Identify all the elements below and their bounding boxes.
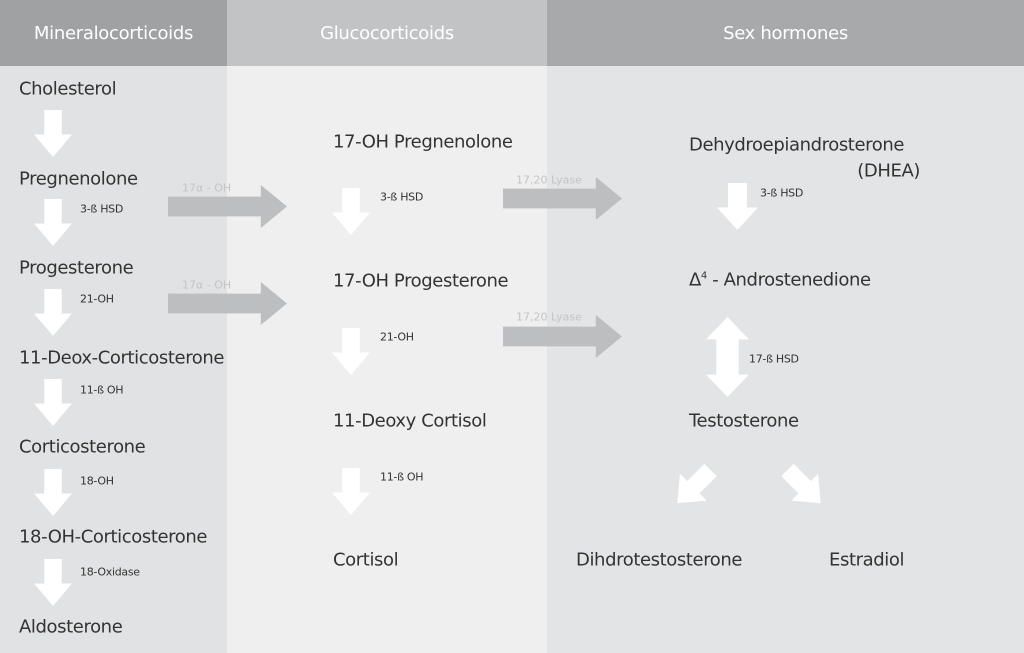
enzyme-label: 17,20 Lyase — [516, 173, 582, 187]
cortisol: Cortisol — [333, 549, 399, 571]
pregnenolone: Pregnenolone — [19, 168, 138, 190]
enzyme-label: 11-ß OH — [80, 383, 124, 397]
enzyme-label: 3-ß HSD — [760, 186, 804, 200]
column-sex-hormones: Sex hormones — [547, 0, 1024, 653]
17-oh-pregnenolone: 17-OH Pregnenolone — [333, 131, 513, 153]
androstenedione: Δ4 - Androstenedione — [689, 270, 871, 291]
enzyme-label: 18-Oxidase — [80, 565, 140, 579]
aldosterone: Aldosterone — [19, 616, 123, 638]
18-oh-corticosterone: 18-OH-Corticosterone — [19, 526, 208, 548]
delta-symbol: Δ — [689, 269, 701, 291]
estradiol: Estradiol — [829, 549, 905, 571]
column-glucocorticoids: Glucocorticoids — [227, 0, 547, 653]
corticosterone: Corticosterone — [19, 436, 146, 458]
header-mineralocorticoids: Mineralocorticoids — [0, 0, 227, 66]
dhea: Dehydroepiandrosterone — [689, 134, 905, 156]
enzyme-label: 17-ß HSD — [749, 352, 799, 366]
enzyme-label: 17α - OH — [182, 181, 232, 195]
enzyme-label: 3-ß HSD — [380, 190, 424, 204]
11-deoxy-cortisol: 11-Deoxy Cortisol — [333, 410, 487, 432]
header-sex-hormones: Sex hormones — [547, 0, 1024, 66]
deoxycorticosterone: 11-Deox-Corticosterone — [19, 347, 225, 369]
androstenedione-label: - Androstenedione — [706, 269, 871, 291]
progesterone: Progesterone — [19, 257, 134, 279]
cholesterol: Cholesterol — [19, 78, 117, 100]
enzyme-label: 17α - OH — [182, 278, 232, 292]
dhea-abbreviation: (DHEA) — [857, 160, 920, 182]
header-glucocorticoids: Glucocorticoids — [227, 0, 547, 66]
delta-superscript: 4 — [700, 270, 707, 282]
enzyme-label: 21-OH — [380, 330, 414, 344]
enzyme-label: 11-ß OH — [380, 470, 424, 484]
17-oh-progesterone: 17-OH Progesterone — [333, 270, 509, 292]
enzyme-label: 17,20 Lyase — [516, 310, 582, 324]
enzyme-label: 18-OH — [80, 474, 114, 488]
dihydrotestosterone: Dihdrotestosterone — [576, 549, 743, 571]
testosterone: Testosterone — [689, 410, 799, 432]
enzyme-label: 3-ß HSD — [80, 202, 124, 216]
enzyme-label: 21-OH — [80, 292, 114, 306]
column-mineralocorticoids: Mineralocorticoids — [0, 0, 227, 653]
